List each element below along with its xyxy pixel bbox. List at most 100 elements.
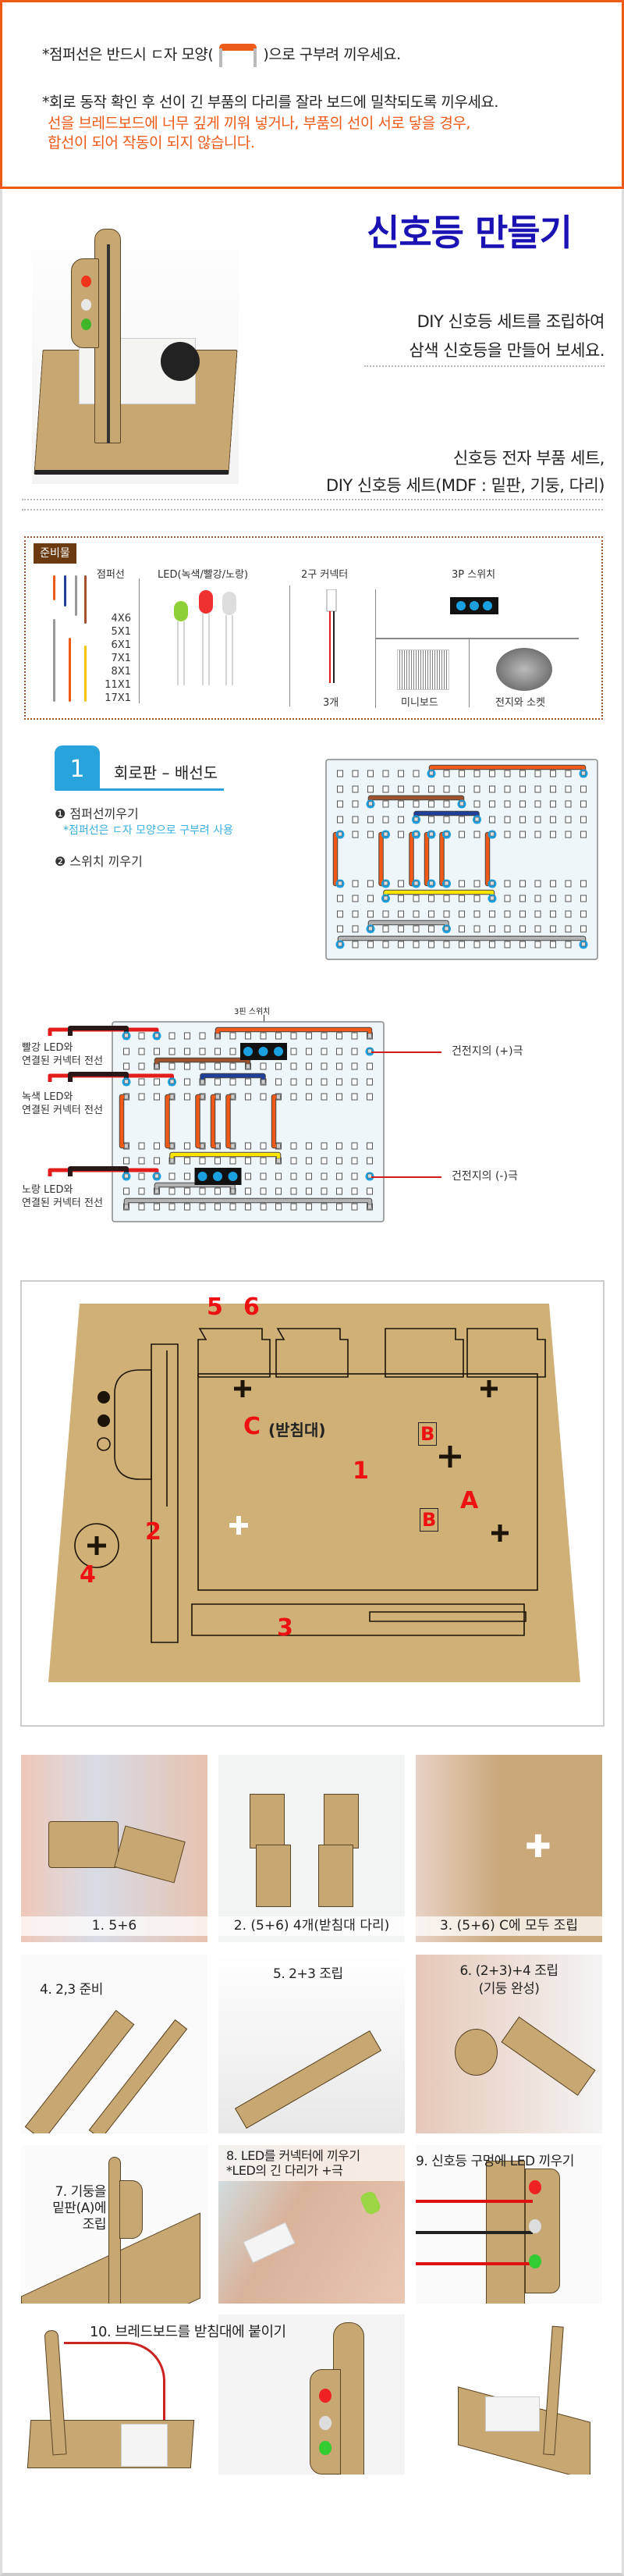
breadboard-hole [184,1172,190,1180]
wire-end-pin [338,831,342,837]
breadboard-hole [245,1172,251,1180]
breadboard-hole [306,1203,312,1211]
breadboard-hole [290,1078,297,1086]
breadboard-hole [534,880,541,888]
breadboard-hole [367,910,374,918]
breadboard-hole [398,910,404,918]
breadboard-hole [154,1048,160,1055]
breadboard-hole [214,1187,221,1195]
part-label-a: A [460,1487,479,1514]
breadboard-hole [367,941,374,948]
jumper-wire-blue [200,1073,265,1084]
breadboard-hole [214,1157,221,1165]
step-note: *점퍼선은 ㄷ자 모양으로 구부려 사용 [63,824,233,837]
breadboard-hole [550,831,556,838]
step-photo-6: 6. (2+3)+4 조립(기둥 완성) [416,1955,602,2133]
wire-end-pin [230,1188,236,1194]
breadboard-hole [489,770,495,777]
breadboard-hole [306,1187,312,1195]
caption-line: (기둥 완성) [478,1981,540,1997]
breadboard-hole [351,1187,358,1195]
breadboard-hole [519,831,526,838]
breadboard-hole [534,770,541,777]
breadboard-hole [367,831,374,838]
jumper-sizes: 4X6 5X1 6X1 7X1 8X1 11X1 17X1 [100,612,131,705]
part-label-3: 3 [277,1614,293,1642]
breadboard-hole [550,880,556,888]
wire-end-pin [413,881,419,886]
breadboard-hole [260,1032,267,1040]
breadboard-hole [306,1142,312,1150]
divider [375,638,579,639]
breadboard-hole [398,816,404,824]
breadboard-hole [413,925,420,933]
breadboard-hole [367,816,374,824]
jumper-wire-orange [119,1094,129,1148]
jumper-size: 6X1 [111,639,131,651]
breadboard-hole [504,770,511,777]
breadboard-hole [413,895,420,902]
breadboard-hole [168,1048,176,1055]
breadboard-hole [580,816,587,824]
breadboard-hole [138,1078,145,1086]
breadboard-hole [550,895,556,902]
divider [22,509,603,511]
breadboard-hole [321,1142,328,1150]
breadboard-hole [168,1062,176,1070]
breadboard-hole [123,1048,129,1055]
breadboard-hole [534,941,541,948]
wire-end-pin [230,1094,236,1100]
wire-end-pin [367,1033,372,1039]
breadboard-hole [473,880,480,888]
breadboard-hole [443,770,450,777]
breadboard-hole [245,1093,251,1101]
breadboard-hole [260,1203,267,1211]
breadboard-hole [382,941,389,948]
wire-end-pin [581,770,586,776]
divider [469,639,470,707]
breadboard-hole [168,1032,176,1040]
breadboard-hole [504,941,511,948]
breadboard-hole [351,1203,358,1211]
breadboard-hole [398,925,404,933]
breadboard-hole [428,910,434,918]
breadboard-hole [351,1142,358,1150]
breadboard-hole [138,1157,145,1165]
jumper-wire-gray [124,1198,372,1209]
breadboard-hole [382,910,389,918]
wire-end-pin [459,801,464,806]
divider [289,585,290,706]
hero-product-photo [32,213,239,484]
breadboard-hole [199,1032,206,1040]
part-label-6: 6 [243,1293,260,1321]
wire-end-pin [169,1158,175,1164]
notice-line-1-start: *점퍼선은 반드시 ㄷ자 모양( [42,46,214,63]
breadboard-hole [534,925,541,933]
breadboard-hole [275,1062,282,1070]
breadboard-hole [351,1062,358,1070]
breadboard-hole [337,895,343,902]
switch-pin-dot [228,1172,238,1181]
wire-end-pin [368,926,373,931]
breadboard-hole [519,910,526,918]
breadboard-hole [306,1032,312,1040]
wire-end-pin [200,1094,205,1100]
wire-end-pin [124,1173,129,1179]
breadboard-hole [534,910,541,918]
battery-plus-label: 건전지의 (+)극 [452,1045,523,1058]
wire-end-pin [429,831,434,837]
breadboard-hole [443,785,450,793]
wire-end-pin [276,1143,281,1149]
page-title: 신호등 만들기 [367,212,573,254]
breadboard-hole [565,895,572,902]
breadboard-hole [245,1157,251,1165]
breadboard-hole [245,1187,251,1195]
breadboard-hole [275,1078,282,1086]
breadboard-body [112,1021,385,1222]
breadboard-hole [321,1048,328,1055]
breadboard-hole [413,941,420,948]
breadboard-hole [398,831,404,838]
breadboard-hole [504,816,511,824]
